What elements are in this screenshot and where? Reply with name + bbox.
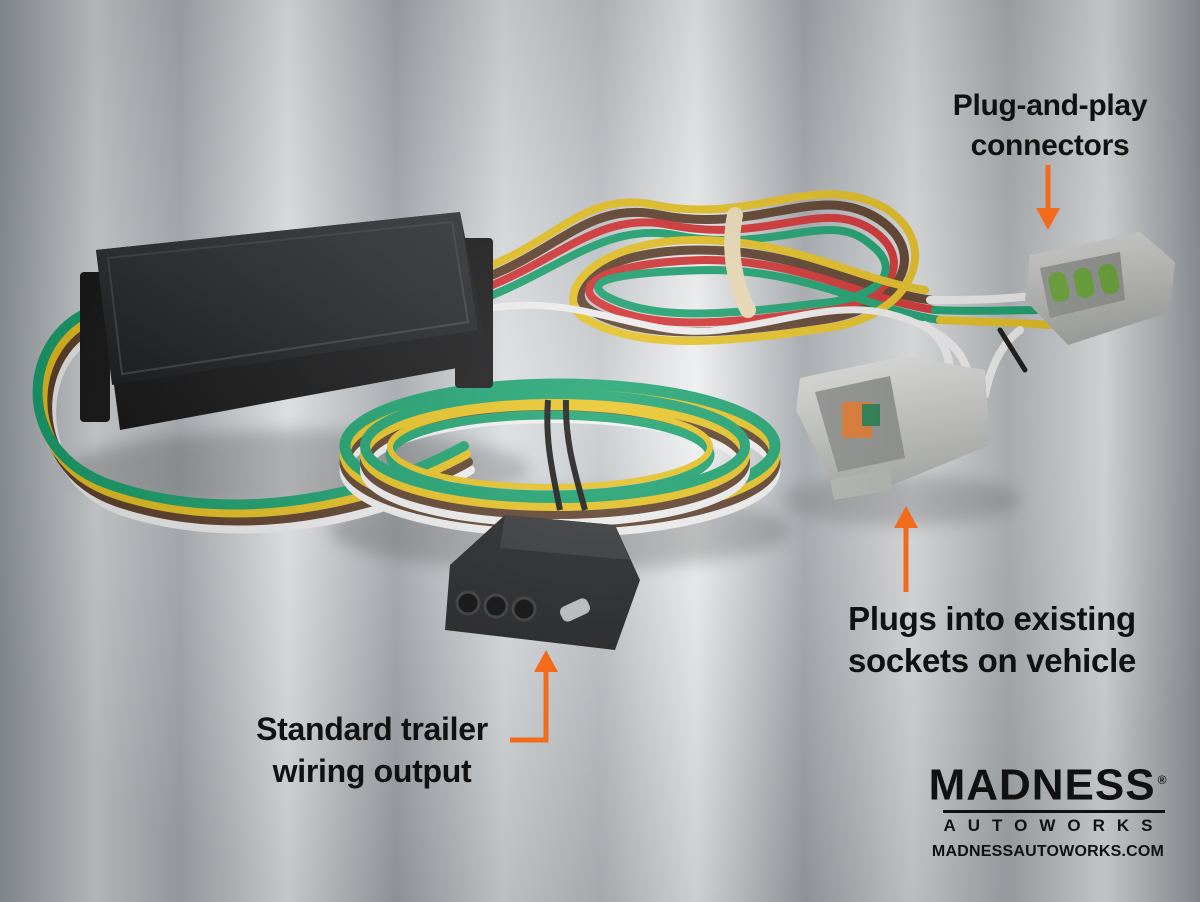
vehicle-connector-lower <box>796 356 990 500</box>
callout-trailer-line2: wiring output <box>272 753 472 789</box>
trailer-plug-4-pin <box>445 399 640 650</box>
callout-plug-and-play: Plug-and-play connectors <box>905 86 1195 166</box>
vehicle-connector-upper <box>1025 232 1175 345</box>
callout-existing-sockets: Plugs into existing sockets on vehicle <box>812 598 1172 682</box>
cable-tie-wrap <box>724 207 756 318</box>
converter-module-box <box>80 212 493 430</box>
callout-plug-line2: connectors <box>970 129 1130 162</box>
brand-name: MADNESS® <box>912 756 1184 810</box>
callout-plug-line1: Plug-and-play <box>952 89 1148 122</box>
callout-sockets-line1: Plugs into existing <box>848 600 1136 637</box>
callout-trailer-output: Standard trailer wiring output <box>222 708 522 792</box>
arrow-sockets <box>894 506 918 592</box>
brand-url: MADNESSAUTOWORKS.COM <box>931 842 1165 860</box>
arrow-plug-and-play <box>1036 165 1060 230</box>
callout-sockets-line2: sockets on vehicle <box>847 642 1137 679</box>
twisted-wire-bundle <box>475 190 944 345</box>
arrow-trailer-output <box>510 650 558 743</box>
brand-logo: MADNESS® AUTOWORKS MADNESSAUTOWORKS.COM <box>912 756 1184 861</box>
brand-name-text: MADNESS <box>928 760 1156 810</box>
callout-trailer-line1: Standard trailer <box>256 711 488 747</box>
brand-tagline: AUTOWORKS <box>943 809 1165 837</box>
registered-mark: ® <box>1157 773 1168 787</box>
